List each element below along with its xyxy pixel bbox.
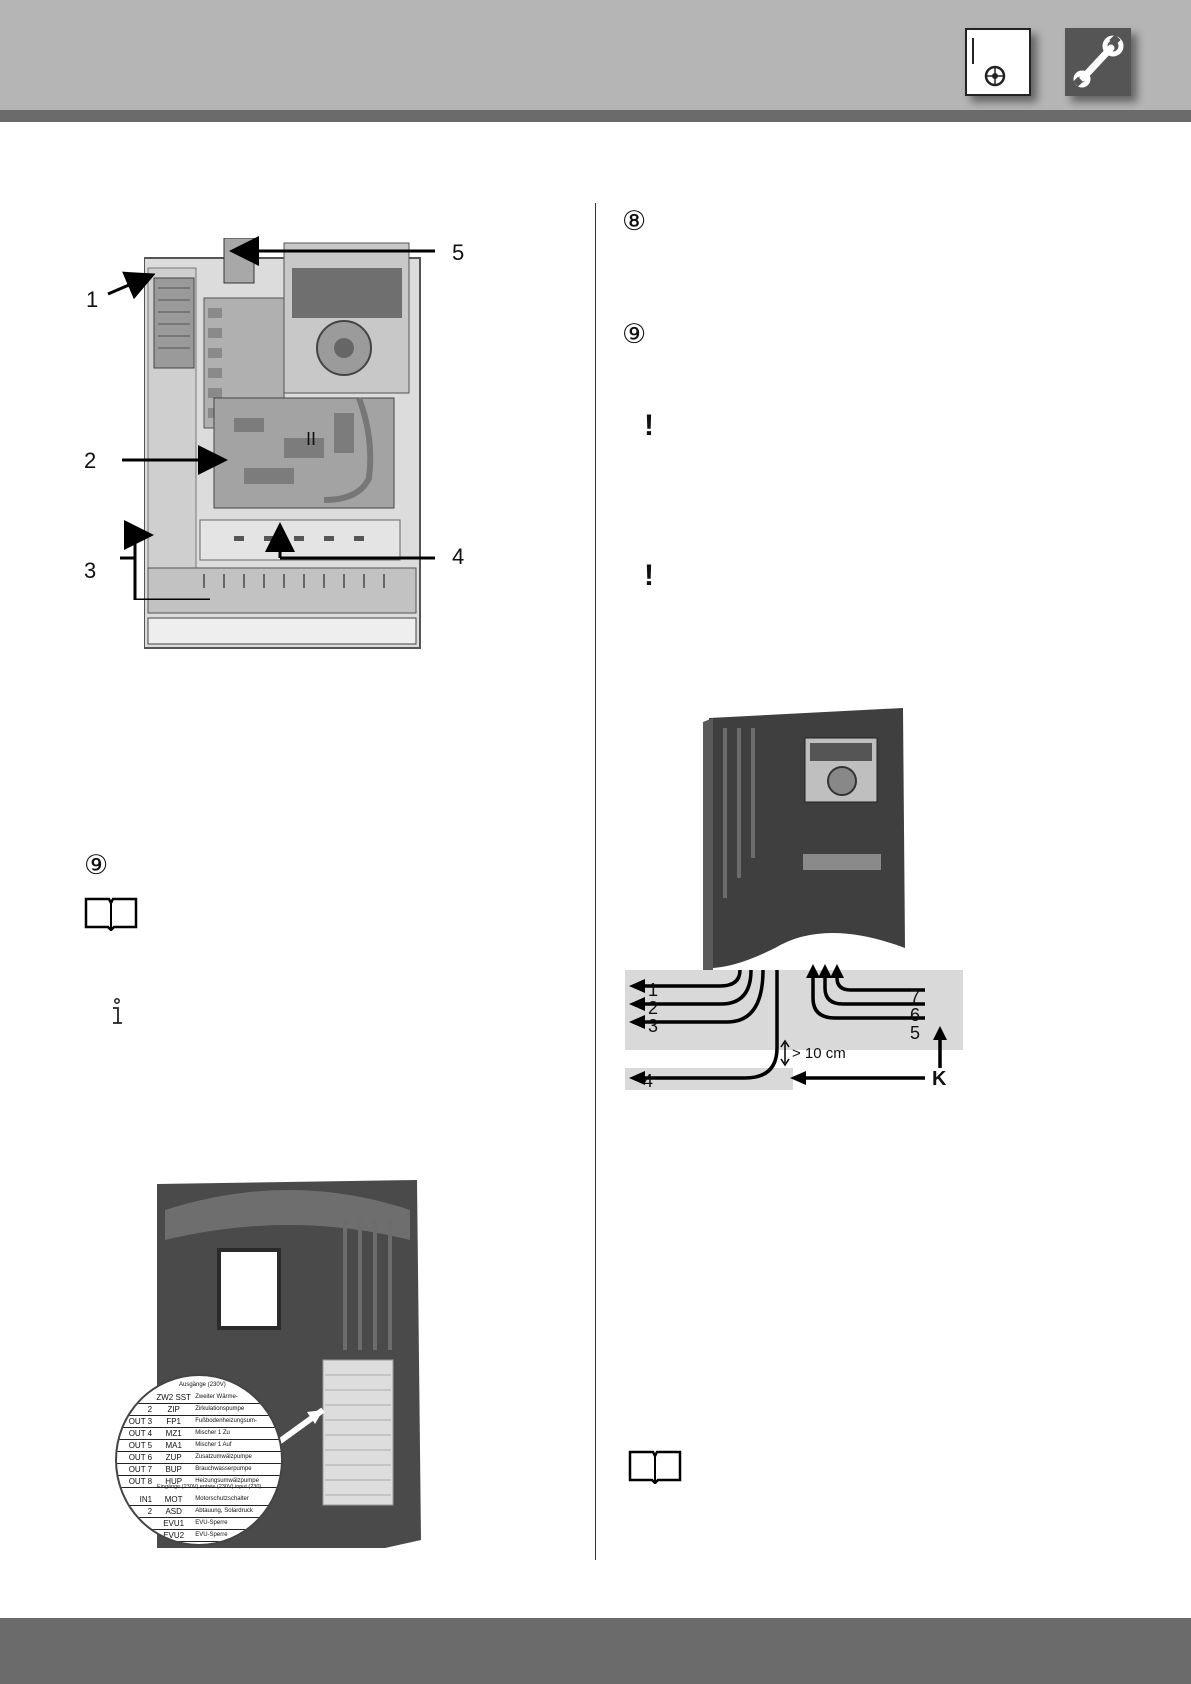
terminal-cell-code: MOT <box>164 1495 183 1504</box>
diagram-label-k: K <box>932 1068 947 1090</box>
table-row: 2 ASD Abtauung, Solardruck <box>117 1506 281 1518</box>
photo1-callout-arrows <box>107 236 435 600</box>
footer-bar <box>0 1618 1191 1684</box>
terminal-cell-id <box>117 1530 154 1541</box>
terminal-input-rows: IN1 MOT Motorschutzschalter 2 ASD Abtauung, S… <box>117 1494 281 1542</box>
diagram-label-1: 1 <box>648 980 659 1000</box>
controller-interior-photo <box>144 238 424 653</box>
terminal-cell-code: MZ1 <box>165 1429 182 1438</box>
diagram-label-6: 6 <box>910 1005 921 1025</box>
table-row: EVU1 EVU-Sperre <box>117 1518 281 1530</box>
warning-icon-1: ! <box>644 409 654 442</box>
cable-routing-diagram <box>625 708 965 1093</box>
step-nine-marker: ⑨ <box>84 850 109 881</box>
table-row: OUT 4 MZ1 Mischer 1 Zu <box>117 1428 281 1440</box>
clearance-label: > 10 cm <box>792 1045 846 1062</box>
photo1-callout-5: 5 <box>452 240 465 265</box>
terminal-cell-id: 2 <box>147 1507 153 1516</box>
terminal-cell-code: EVU1 <box>163 1519 185 1528</box>
terminal-inputs-header: Eingänge (230V) entrée (230V) input (230… <box>157 1484 262 1490</box>
terminal-cell-code: ASD <box>165 1507 182 1516</box>
terminal-cell-id: OUT 8 <box>128 1477 153 1486</box>
header-rule <box>0 110 1191 122</box>
terminal-cell-id: OUT 4 <box>128 1429 153 1438</box>
terminal-cell-desc: Fußbodenheizungsum- <box>195 1418 257 1424</box>
table-row: OUT 8 HUP Heizungsumwälzpumpe <box>117 1476 281 1488</box>
terminal-cell-id: OUT 3 <box>128 1417 153 1426</box>
terminal-cell-code: BUP <box>165 1465 182 1474</box>
terminal-label-magnifier: Ausgänge (230V) ZW2 SST Zweiter Wärme- 2 ZI… <box>115 1374 283 1546</box>
terminal-cell-code: HUP <box>165 1477 183 1486</box>
photo1-callout-4: 4 <box>452 544 465 569</box>
terminal-cell-desc: Zweiter Wärme- <box>195 1394 238 1400</box>
diagram-label-7: 7 <box>910 987 921 1007</box>
photo1-label-ii: II <box>306 429 317 449</box>
terminal-cell-id: OUT 7 <box>128 1465 153 1474</box>
terminal-cell-code: EVU2 <box>163 1531 185 1540</box>
table-row: OUT 7 BUP Brauchwasserpumpe <box>117 1464 281 1476</box>
photo1-callout-2: 2 <box>84 448 97 473</box>
terminal-cell-id: IN1 <box>139 1495 153 1504</box>
cover-inside-photo <box>155 1180 423 1548</box>
terminal-cell-desc: Mischer 1 Zu <box>195 1430 230 1436</box>
diagram-label-4: 4 <box>643 1071 654 1091</box>
terminal-cell-desc: Zusatzumwälzpumpe <box>195 1454 252 1460</box>
terminal-cell-id: OUT 6 <box>128 1453 153 1462</box>
wrench-icon <box>1065 28 1131 96</box>
table-row: ZW2 SST Zweiter Wärme- <box>117 1392 281 1404</box>
terminal-cell-code: ZW2 SST <box>156 1393 191 1402</box>
book-icon <box>84 895 138 935</box>
terminal-cell-code: ZIP <box>167 1405 180 1414</box>
info-icon: i <box>108 997 126 1027</box>
terminal-cell-id: OUT 5 <box>128 1441 153 1450</box>
terminal-cell-id: 2 <box>147 1405 153 1414</box>
terminal-cell-code: ZUP <box>165 1453 182 1462</box>
step-eight-marker: ⑧ <box>622 206 647 237</box>
terminal-cell-id <box>117 1392 154 1403</box>
warning-icon-2: ! <box>644 559 654 592</box>
table-row: IN1 MOT Motorschutzschalter <box>117 1494 281 1506</box>
book-icon-right <box>628 1448 682 1488</box>
column-divider <box>595 203 596 1560</box>
terminal-cell-desc: EVU-Sperre <box>195 1520 228 1526</box>
terminal-cell-code: FP1 <box>166 1417 181 1426</box>
terminal-cell-desc: Mischer 1 Auf <box>195 1442 232 1448</box>
table-row: 2 ZIP Zirkulationspumpe <box>117 1404 281 1416</box>
terminal-cell-desc: Motorschutzschalter <box>195 1496 249 1502</box>
photo1-callout-3: 3 <box>84 558 97 583</box>
table-row: EVU2 EVU-Sperre <box>117 1530 281 1542</box>
diagram-label-2: 2 <box>648 998 659 1018</box>
terminal-label-header: Ausgänge (230V) <box>179 1382 226 1388</box>
terminal-cell-desc: Brauchwasserpumpe <box>195 1466 252 1472</box>
diagram-label-3: 3 <box>648 1016 659 1036</box>
table-row: OUT 6 ZUP Zusatzumwälzpumpe <box>117 1452 281 1464</box>
terminal-cell-desc: Abtauung, Solardruck <box>195 1508 253 1514</box>
terminal-cell-id <box>117 1518 154 1529</box>
terminal-output-rows: ZW2 SST Zweiter Wärme- 2 ZIP Zirkulationspum… <box>117 1392 281 1488</box>
diagram-label-5: 5 <box>910 1023 921 1043</box>
controller-icon <box>965 28 1031 96</box>
step-nine-marker-right: ⑨ <box>622 319 647 350</box>
terminal-cell-desc: EVU-Sperre <box>195 1532 228 1538</box>
table-row: OUT 3 FP1 Fußbodenheizungsum- <box>117 1416 281 1428</box>
terminal-cell-desc: Heizungsumwälzpumpe <box>195 1478 259 1484</box>
photo1-callout-1: 1 <box>86 287 99 312</box>
table-row: OUT 5 MA1 Mischer 1 Auf <box>117 1440 281 1452</box>
terminal-cell-desc: Zirkulationspumpe <box>195 1406 245 1412</box>
terminal-cell-code: MA1 <box>165 1441 182 1450</box>
